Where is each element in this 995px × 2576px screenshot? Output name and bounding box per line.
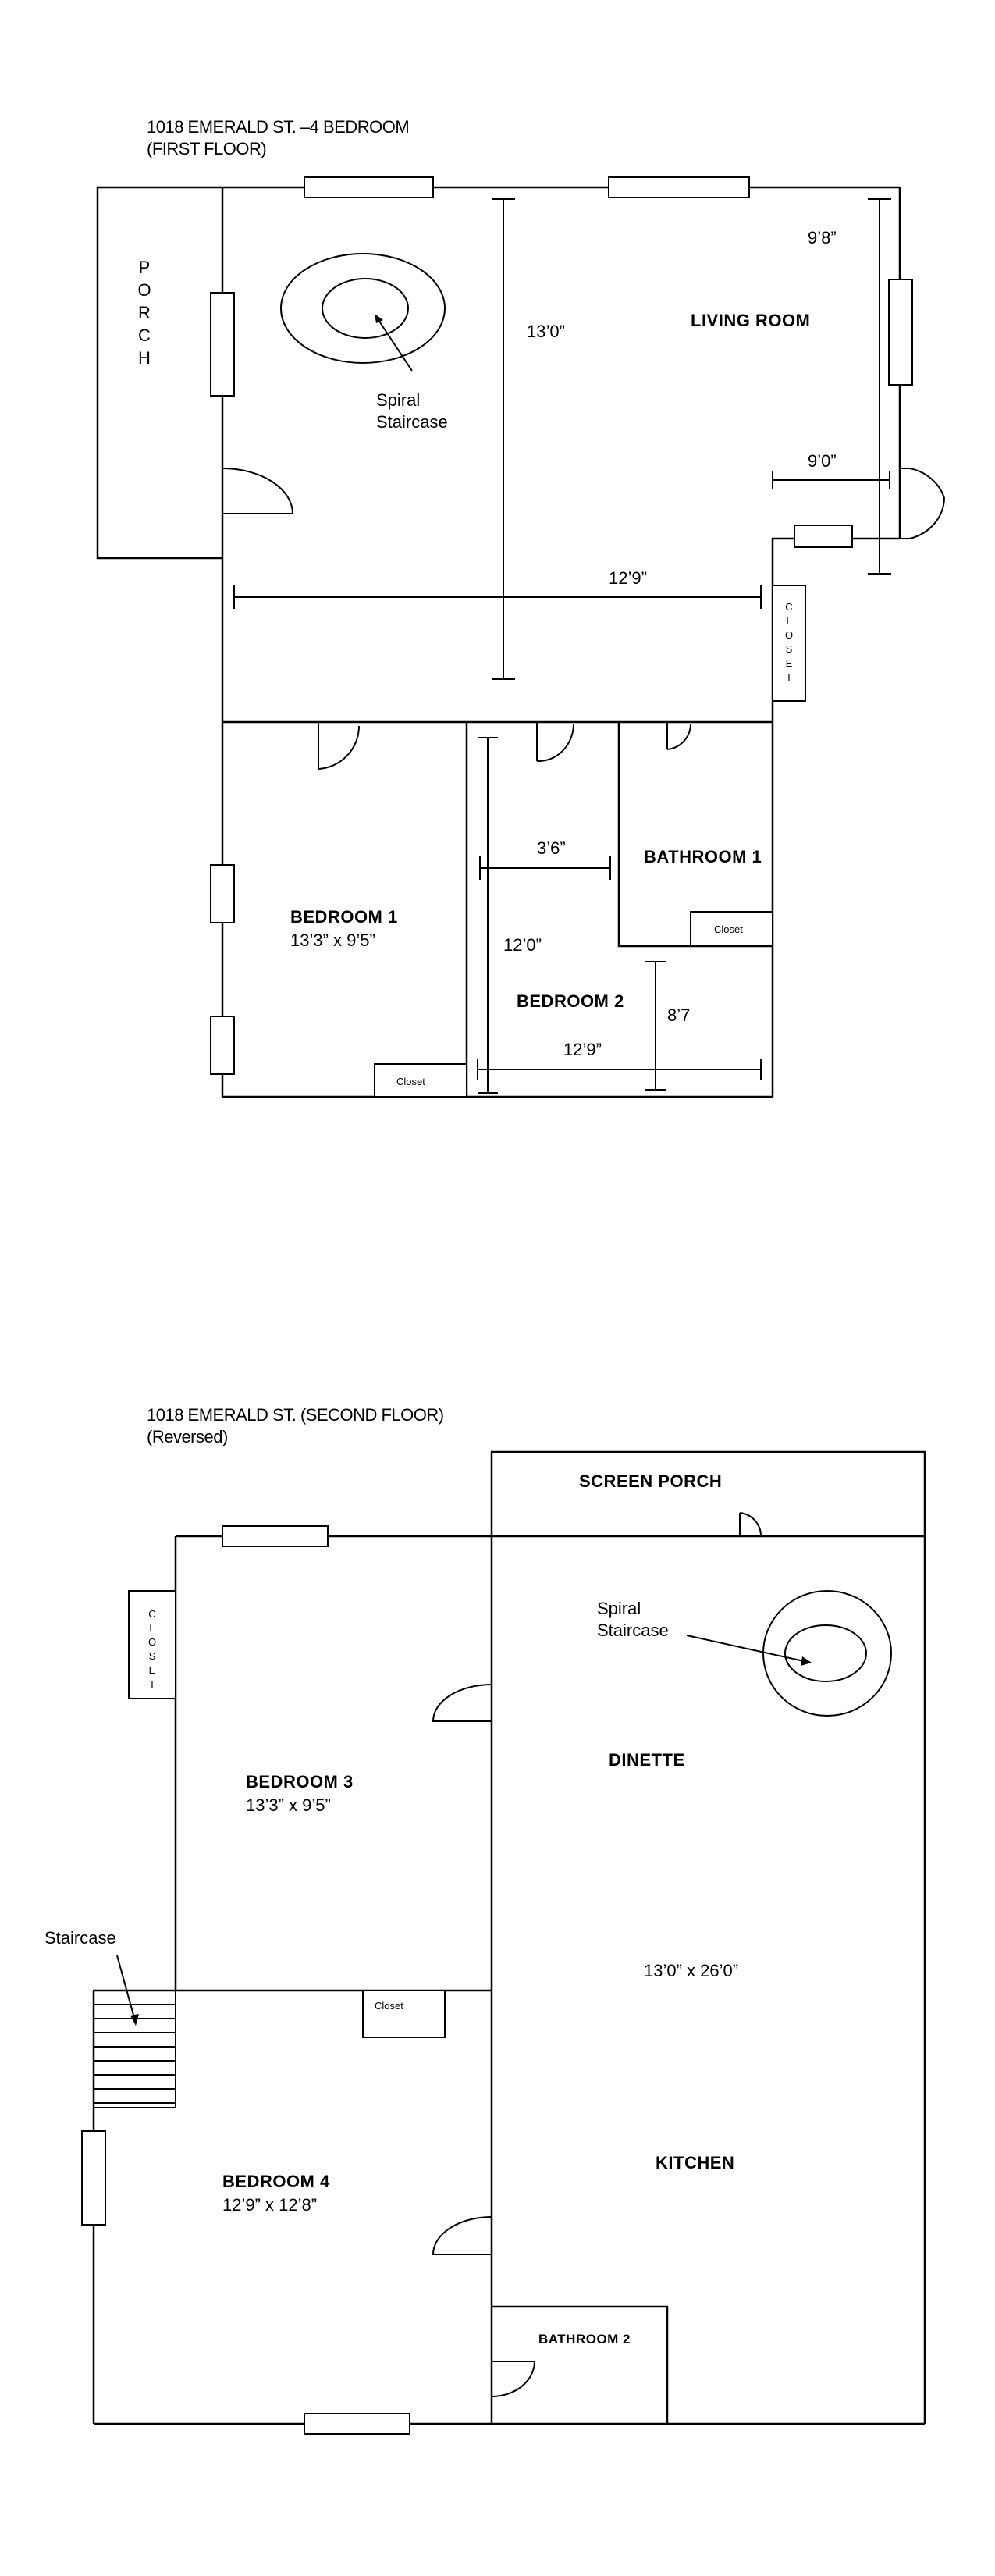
porch: P O R C H	[96, 186, 222, 560]
dim-12-9: 12’9”	[609, 568, 647, 588]
door-bathroom1	[666, 722, 691, 750]
screen-porch: SCREEN PORCH	[490, 1450, 926, 1536]
dim-12-0: 12’0”	[503, 935, 542, 955]
window	[222, 1525, 329, 1547]
dim-line	[477, 1059, 762, 1080]
dim-line	[868, 198, 891, 575]
bedroom4-closet	[362, 1990, 446, 2038]
window	[210, 1016, 235, 1075]
spiral-label: Staircase	[376, 412, 448, 432]
dim-line	[233, 585, 762, 609]
window	[81, 2130, 106, 2226]
bedroom4-closet-label: Closet	[375, 2000, 403, 2012]
door-hall	[536, 722, 574, 763]
bedroom3-label: BEDROOM 3	[246, 1772, 354, 1791]
dim-line	[492, 198, 515, 680]
dim-line	[478, 737, 498, 1094]
dim-9-0: 9’0”	[808, 451, 837, 471]
dim-line	[645, 961, 666, 1091]
door-bedroom1	[318, 722, 361, 770]
closet-letter: E	[786, 657, 793, 669]
porch-letter: R	[138, 303, 151, 322]
kitchen-label: KITCHEN	[656, 2153, 734, 2172]
dim-8-7: 8’7	[667, 1005, 690, 1025]
dim-line	[479, 856, 611, 880]
kitchen-size: 13’0” x 26’0”	[644, 1961, 738, 1980]
first-floor-title: 1018 EMERALD ST. –4 BEDROOM	[147, 117, 409, 137]
closet-letter: T	[786, 671, 792, 683]
closet-letter: S	[149, 1650, 156, 1662]
spiral-label: Staircase	[597, 1621, 669, 1640]
closet-letter: C	[148, 1608, 155, 1620]
door-bathroom2	[491, 2361, 536, 2397]
screen-porch-label: SCREEN PORCH	[579, 1471, 722, 1491]
window	[608, 176, 750, 198]
second-floor-title: 1018 EMERALD ST. (SECOND FLOOR)	[147, 1405, 444, 1425]
bathroom2-label: BATHROOM 2	[538, 2332, 631, 2347]
closet-letter: L	[149, 1622, 155, 1634]
closet: C L O S E T	[772, 585, 806, 702]
window	[888, 279, 913, 386]
window	[794, 525, 853, 548]
closet-letter: T	[149, 1678, 155, 1690]
first-floor-subtitle: (FIRST FLOOR)	[147, 139, 266, 158]
dim-9-8: 9’8”	[808, 228, 837, 247]
window	[304, 176, 434, 198]
bedroom2-label: BEDROOM 2	[517, 991, 624, 1011]
bedroom4-size: 12’9” x 12’8”	[222, 2195, 317, 2215]
window	[304, 2413, 410, 2435]
dim-3-6: 3’6”	[537, 838, 566, 858]
second-floor-subtitle: (Reversed)	[147, 1427, 228, 1446]
bedroom3-size: 13’3” x 9’5”	[246, 1795, 331, 1815]
spiral-label: Spiral	[597, 1599, 641, 1618]
porch-letter: P	[139, 258, 151, 277]
spiral-label: Spiral	[376, 390, 420, 410]
door-bedroom4	[432, 2216, 492, 2255]
first-floor: 1018 EMERALD ST. –4 BEDROOM (FIRST FLOOR…	[96, 117, 945, 1098]
closet-letter: C	[785, 601, 792, 613]
dim-13-0: 13’0”	[527, 322, 565, 341]
second-floor: 1018 EMERALD ST. (SECOND FLOOR) (Reverse…	[44, 1405, 926, 2435]
dinette-label: DINETTE	[609, 1750, 685, 1770]
closet-letter: O	[148, 1636, 156, 1648]
second-floor-walls	[92, 1535, 926, 2425]
bedroom4-label: BEDROOM 4	[222, 2172, 330, 2191]
closet-letter: S	[786, 643, 793, 655]
closet: C L O S E T	[128, 1590, 176, 1699]
bathroom1-closet	[690, 911, 773, 947]
door-bedroom3	[432, 1684, 492, 1722]
bathroom1-closet-label: Closet	[714, 923, 743, 935]
dim-line	[772, 471, 890, 489]
staircase-label: Staircase	[44, 1928, 116, 1948]
bedroom1-label: BEDROOM 1	[290, 907, 398, 927]
closet-letter: L	[786, 615, 791, 627]
staircase: Staircase	[44, 1928, 176, 2108]
closet-letter: E	[149, 1664, 156, 1676]
door-entry	[899, 468, 945, 539]
bedroom1-closet-label: Closet	[396, 1076, 425, 1087]
spiral-staircase: Spiral Staircase	[597, 1590, 892, 1717]
bedroom1-size: 13’3” x 9’5”	[290, 930, 375, 950]
closet-letter: O	[785, 629, 793, 641]
bathroom1-label: BATHROOM 1	[644, 847, 762, 866]
porch-letter: C	[138, 326, 151, 345]
window	[210, 292, 235, 397]
window	[210, 864, 235, 923]
spiral-staircase: Spiral Staircase	[280, 253, 448, 432]
porch-letter: O	[137, 280, 151, 300]
living-room-label: LIVING ROOM	[691, 311, 810, 330]
door-porch	[222, 468, 293, 514]
porch-letter: H	[138, 348, 151, 368]
dim-12-9-b: 12’9”	[563, 1040, 602, 1059]
bedroom1-closet	[374, 1063, 467, 1098]
